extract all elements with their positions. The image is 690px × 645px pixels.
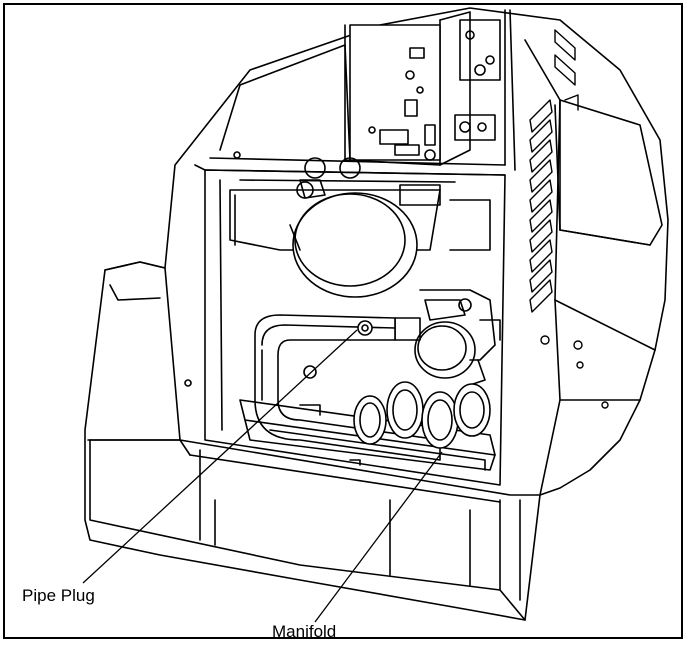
manifold-label: Manifold	[272, 622, 337, 641]
control-board-area	[219, 9, 516, 171]
manifold-leader-line	[314, 451, 443, 623]
pipe-plug-leader-line	[82, 329, 358, 584]
gas-pipe	[254, 314, 441, 461]
gas-valve	[394, 289, 501, 386]
pipe-plug-label: Pipe Plug	[22, 586, 95, 605]
burner-compartment-opening	[194, 157, 506, 486]
burner-manifold-assembly	[184, 151, 496, 471]
inducer-blower	[229, 157, 491, 298]
figure-border	[3, 3, 683, 639]
cabinet-shell	[84, 7, 669, 621]
side-louvers	[529, 29, 609, 409]
